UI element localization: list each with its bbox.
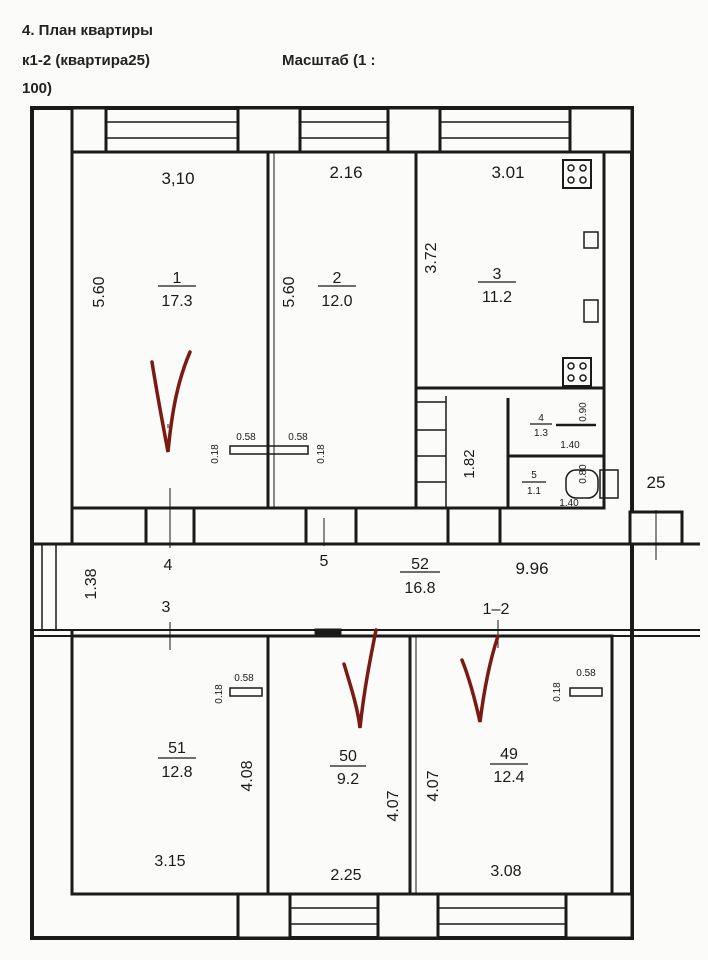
lower-rooms-outline [70, 634, 614, 896]
room-1-number: 1 [173, 270, 182, 287]
door-opening [304, 506, 358, 546]
pillar [564, 892, 634, 940]
room-51-area: 12.8 [161, 764, 192, 781]
door-depth-1: 0.18 [210, 444, 221, 464]
door-width-2: 0.58 [288, 432, 308, 443]
room-2-width: 2.16 [329, 163, 362, 182]
plan-title: 4. План квартиры [22, 22, 153, 39]
door-width-1: 0.58 [236, 432, 256, 443]
room-52-number: 52 [411, 556, 429, 573]
room-52-width: 9.96 [515, 559, 548, 578]
check-mark [150, 350, 192, 453]
room-3-width: 3.01 [491, 163, 524, 182]
door-opening [446, 506, 502, 546]
marker-ticks [150, 350, 500, 729]
room-4-width: 1.40 [560, 440, 580, 451]
room-5-width: 1.40 [559, 498, 579, 509]
pillar [70, 106, 108, 154]
room-50-area: 9.2 [337, 771, 359, 788]
room-5-number: 5 [531, 470, 537, 481]
room-51-length: 4.08 [239, 760, 256, 791]
walls [30, 106, 700, 940]
room-50-number: 50 [339, 748, 357, 765]
room-5-area: 1.1 [527, 486, 541, 497]
apartment-label: к1-2 (квартира25) [22, 52, 150, 69]
room-51-number: 51 [168, 740, 186, 757]
door-width-3: 0.58 [234, 673, 254, 684]
room-4-area: 1.3 [534, 428, 548, 439]
room-52-length: 1.38 [83, 568, 100, 599]
room-4-length: 0.90 [578, 402, 589, 422]
room-4-number: 4 [538, 413, 544, 424]
scale-value: 100) [22, 80, 53, 97]
room-5-length: 0.80 [578, 464, 589, 484]
room-51-width: 3.15 [154, 853, 185, 870]
pillar [568, 106, 634, 154]
section-mark-3: 3 [162, 599, 171, 616]
pillar [386, 106, 442, 154]
room-49-length: 4.07 [425, 770, 442, 801]
room-50-length: 4.07 [385, 790, 402, 821]
scale-label: Масштаб (1 : [282, 52, 376, 69]
room-52-area: 16.8 [404, 580, 435, 597]
room-49-area: 12.4 [493, 769, 524, 786]
room-1-length: 5.60 [91, 276, 108, 307]
room-1-width: 3,10 [161, 169, 194, 188]
section-mark-1-2: 1–2 [483, 601, 510, 618]
door-depth-3: 0.18 [214, 684, 225, 704]
room-2-number: 2 [333, 270, 342, 287]
door-depth-2: 0.18 [316, 444, 327, 464]
room-3-area: 11.2 [482, 289, 512, 306]
section-mark-25: 25 [647, 473, 666, 492]
section-mark-4: 4 [164, 557, 173, 574]
check-mark [460, 634, 500, 723]
room-3-number: 3 [493, 266, 502, 283]
check-mark [342, 628, 378, 729]
room-labels [158, 281, 552, 767]
text-layer: 3,10 1 17.3 5.60 2.16 2 12.0 5.60 3.01 3… [83, 163, 665, 884]
room-1-area: 17.3 [161, 293, 192, 310]
pillar [236, 106, 302, 154]
room-2-length: 5.60 [281, 276, 298, 307]
section-mark-5: 5 [320, 553, 329, 570]
stair-width: 1.82 [461, 449, 478, 478]
room-2-area: 12.0 [321, 293, 352, 310]
room-49-number: 49 [500, 746, 518, 763]
pillar [236, 892, 292, 940]
room-3-length: 3.72 [423, 242, 440, 273]
door-depth-4: 0.18 [552, 682, 563, 702]
pillar [376, 892, 440, 940]
room-49-width: 3.08 [490, 863, 521, 880]
room-50-width: 2.25 [330, 867, 361, 884]
door-width-4: 0.58 [576, 668, 596, 679]
